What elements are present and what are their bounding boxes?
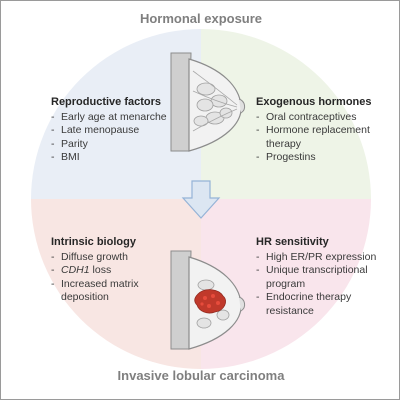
title-invasive-lobular-carcinoma: Invasive lobular carcinoma	[117, 368, 285, 383]
list-item: High ER/PR expression	[256, 251, 386, 265]
list-item: CDH1 loss	[51, 264, 171, 278]
breast-illustration-tumor	[170, 250, 246, 350]
gene-suffix: loss	[92, 264, 112, 276]
tumor-mass	[194, 289, 226, 314]
list-item: Unique transcriptional program	[256, 264, 386, 291]
heading-exogenous-hormones: Exogenous hormones	[256, 96, 372, 108]
block-intrinsic-biology: Intrinsic biology Diffuse growth CDH1 lo…	[51, 236, 171, 305]
list-item: Diffuse growth	[51, 251, 171, 265]
breast-illustration-normal	[170, 52, 246, 152]
title-hormonal-exposure: Hormonal exposure	[139, 11, 263, 26]
list-item: Oral contraceptives	[256, 111, 386, 125]
gene-name: CDH1	[61, 264, 90, 276]
list-item: Progestins	[256, 151, 386, 165]
list-item: Hormone replacement therapy	[256, 124, 386, 151]
block-reproductive-factors: Reproductive factors Early age at menarc…	[51, 96, 181, 165]
list-item: Late menopause	[51, 124, 181, 138]
heading-reproductive-factors: Reproductive factors	[51, 96, 162, 108]
down-arrow-icon	[181, 180, 221, 219]
list-item: Increased matrix deposition	[51, 278, 171, 305]
list-item: Early age at menarche	[51, 111, 181, 125]
heading-hr-sensitivity: HR sensitivity	[256, 236, 329, 248]
list-item: Parity	[51, 138, 181, 152]
list-item: BMI	[51, 151, 181, 165]
block-exogenous-hormones: Exogenous hormones Oral contraceptives H…	[256, 96, 386, 165]
block-hr-sensitivity: HR sensitivity High ER/PR expression Uni…	[256, 236, 386, 318]
heading-intrinsic-biology: Intrinsic biology	[51, 236, 136, 248]
list-item: Endocrine therapy resistance	[256, 291, 386, 318]
